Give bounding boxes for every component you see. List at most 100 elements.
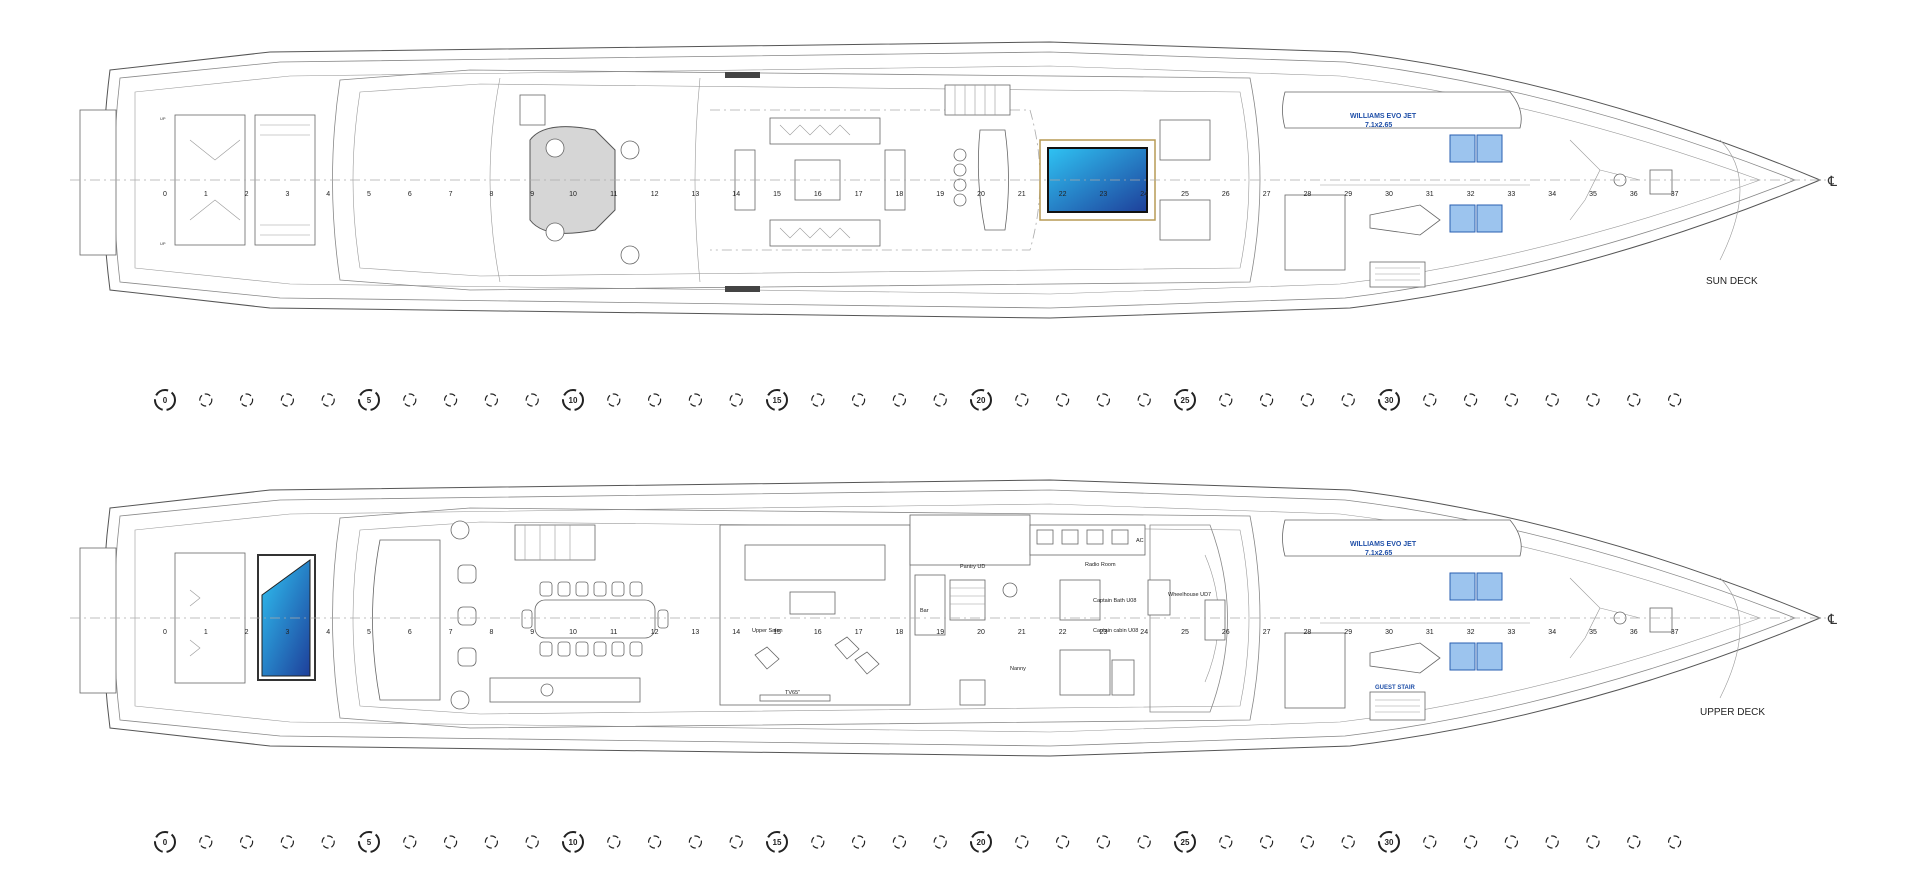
- sun-frame-20: 20: [977, 191, 985, 198]
- frame-marker: [1667, 393, 1682, 407]
- frame-marker-label: 25: [1181, 396, 1190, 405]
- frame-marker: [1300, 835, 1315, 849]
- frame-marker-label: 30: [1385, 396, 1394, 405]
- upper-frame-37: 37: [1671, 629, 1679, 636]
- frame-marker: [1378, 389, 1400, 411]
- upper-frame-18: 18: [896, 629, 904, 636]
- frame-marker: [1545, 835, 1559, 849]
- frame-marker: [647, 393, 662, 407]
- sun-frame-31: 31: [1426, 191, 1434, 198]
- frame-marker: [1096, 835, 1111, 849]
- upper-frame-26: 26: [1222, 629, 1230, 636]
- frame-marker-label: 25: [1181, 838, 1190, 847]
- upper-deck-plan: Upper Salon TV65" Pantry UD Bar Nanny AC…: [70, 479, 1837, 757]
- frame-marker: [1378, 831, 1400, 853]
- upper-frame-16: 16: [814, 629, 822, 636]
- frame-marker: [1055, 393, 1070, 407]
- upper-frame-9: 9: [530, 629, 534, 636]
- frame-marker: [403, 393, 417, 407]
- frame-marker: [484, 393, 498, 407]
- upper-frame-29: 29: [1344, 629, 1352, 636]
- frame-marker: [970, 389, 992, 411]
- frame-marker: [484, 835, 498, 849]
- sun-frame-24: 24: [1140, 191, 1148, 198]
- sun-frame-6: 6: [408, 191, 412, 198]
- frame-marker: [1586, 393, 1600, 407]
- frame-marker: [525, 393, 539, 407]
- upper-frame-23: 23: [1100, 629, 1108, 636]
- upper-frame-35: 35: [1589, 629, 1597, 636]
- frame-marker: [1096, 393, 1111, 407]
- frame-marker: [1174, 389, 1196, 411]
- upper-frame-25: 25: [1181, 629, 1189, 636]
- sun-frame-17: 17: [855, 191, 863, 198]
- sun-frame-21: 21: [1018, 191, 1026, 198]
- upper-frame-31: 31: [1426, 629, 1434, 636]
- frame-marker: [688, 393, 703, 407]
- frame-marker: [647, 835, 662, 849]
- frame-marker: [1015, 835, 1029, 849]
- sun-frame-33: 33: [1508, 191, 1516, 198]
- frame-marker: [1627, 393, 1641, 407]
- frame-marker: [1137, 835, 1151, 849]
- frame-marker: [525, 835, 539, 849]
- sun-frame-29: 29: [1344, 191, 1352, 198]
- frame-marker: [607, 835, 621, 849]
- upper-frame-21: 21: [1018, 629, 1026, 636]
- frame-marker: [811, 835, 825, 849]
- sun-deck-title: SUN DECK: [1706, 276, 1758, 287]
- sun-frame-13: 13: [692, 191, 700, 198]
- svg-text:Captain Bath U08: Captain Bath U08: [1093, 598, 1136, 604]
- sun-frame-3: 3: [285, 191, 289, 198]
- frame-marker: [1545, 393, 1559, 407]
- upper-frame-32: 32: [1467, 629, 1475, 636]
- frame-marker-label: 10: [569, 838, 578, 847]
- frame-marker: [1300, 393, 1315, 407]
- sun-frame-1: 1: [204, 191, 208, 198]
- frame-marker: [562, 389, 584, 411]
- frame-marker: [933, 835, 947, 849]
- upper-frame-5: 5: [367, 629, 371, 636]
- sun-frame-37: 37: [1671, 191, 1679, 198]
- upper-frame-3: 3: [285, 629, 289, 636]
- upper-deck-tender-name: WILLIAMS EVO JET: [1350, 541, 1417, 548]
- frame-marker: [1341, 393, 1355, 407]
- sun-frame-32: 32: [1467, 191, 1475, 198]
- frame-marker: [240, 835, 254, 849]
- frame-marker: [1504, 393, 1519, 407]
- frame-marker: [199, 393, 213, 407]
- frame-marker-label: 5: [367, 838, 372, 847]
- sun-frame-10: 10: [569, 191, 577, 198]
- upper-frame-4: 4: [326, 629, 330, 636]
- upper-frame-15: 15: [773, 629, 781, 636]
- frame-marker: [562, 831, 584, 853]
- upper-frame-33: 33: [1508, 629, 1516, 636]
- frame-marker: [892, 835, 907, 849]
- svg-text:AC: AC: [1136, 538, 1144, 544]
- frame-marker: [1137, 393, 1151, 407]
- frame-marker: [1586, 835, 1600, 849]
- frame-marker: [851, 393, 866, 407]
- frame-marker-label: 30: [1385, 838, 1394, 847]
- svg-text:Bar: Bar: [920, 608, 929, 614]
- sun-frame-8: 8: [489, 191, 493, 198]
- sun-frame-5: 5: [367, 191, 371, 198]
- frame-marker: [729, 393, 743, 407]
- frame-marker-label: 0: [163, 838, 168, 847]
- frame-marker: [688, 835, 703, 849]
- frame-marker: [1341, 835, 1355, 849]
- frame-marker: [321, 393, 335, 407]
- sun-frame-22: 22: [1059, 191, 1067, 198]
- frame-marker: [1219, 835, 1233, 849]
- upper-deck-title: UPPER DECK: [1700, 707, 1765, 718]
- svg-text:Nanny: Nanny: [1010, 666, 1026, 672]
- frame-marker: [154, 389, 176, 411]
- frame-marker-label: 10: [569, 396, 578, 405]
- frame-marker: [1259, 835, 1274, 849]
- frame-marker: [321, 835, 335, 849]
- upper-frame-2: 2: [245, 629, 249, 636]
- sun-frame-7: 7: [449, 191, 453, 198]
- frame-marker: [1463, 835, 1478, 849]
